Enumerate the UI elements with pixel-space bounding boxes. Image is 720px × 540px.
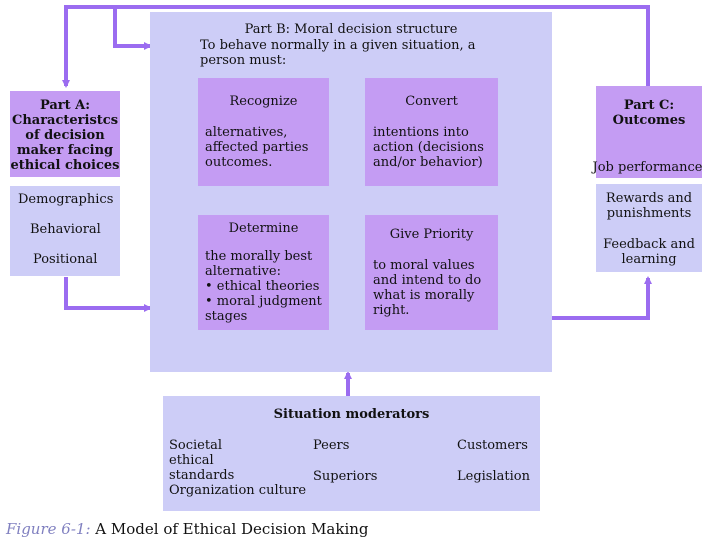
give-priority-heading: Give Priority bbox=[389, 227, 474, 242]
convert-text: intentions into action (decisions and/or… bbox=[373, 125, 484, 170]
moderators-legislation: Legislation bbox=[457, 469, 530, 484]
give-priority-box bbox=[365, 215, 498, 330]
part-c-items-box bbox=[596, 184, 702, 272]
convert-heading: Convert bbox=[405, 94, 458, 109]
part-b-title: Part B: Moral decision structure bbox=[244, 22, 458, 37]
figure-title: A Model of Ethical Decision Making bbox=[95, 520, 369, 538]
part-c-title-box bbox=[596, 86, 702, 178]
recognize-box bbox=[198, 78, 329, 186]
figure-caption: Figure 6-1: A Model of Ethical Decision … bbox=[6, 520, 369, 538]
determine-box bbox=[198, 215, 329, 330]
part-a-item-demographics: Demographics bbox=[18, 192, 114, 207]
top-loop-line bbox=[62, 5, 650, 88]
determine-text: the morally best alternative: • ethical … bbox=[205, 249, 322, 324]
part-c-item-job-performance: Job performance bbox=[592, 160, 703, 175]
part-c-item-feedback: Feedback and learning bbox=[603, 237, 695, 267]
part-c-title: Part C: Outcomes bbox=[612, 98, 686, 128]
part-c-item-rewards: Rewards and punishments bbox=[605, 191, 693, 221]
part-a-to-part-b-arrow bbox=[64, 277, 152, 312]
moderators-societal: Societal ethical standards Organization … bbox=[169, 438, 307, 498]
part-a-title: Part A: Characteristcs of decision maker… bbox=[10, 98, 120, 173]
convert-box bbox=[365, 78, 498, 186]
moderators-superiors: Superiors bbox=[313, 469, 378, 484]
recognize-heading: Recognize bbox=[229, 94, 298, 109]
recognize-text: alternatives, affected parties outcomes. bbox=[205, 125, 309, 170]
moderators-customers: Customers bbox=[457, 438, 528, 453]
part-b-subtitle: To behave normally in a given situation,… bbox=[200, 38, 476, 68]
part-a-title-box bbox=[10, 91, 120, 177]
situation-moderators-panel bbox=[163, 396, 540, 511]
top-into-part-b-arrow bbox=[113, 7, 152, 50]
part-a-items-box bbox=[10, 186, 120, 276]
part-a-item-behavioral: Behavioral bbox=[30, 222, 101, 237]
part-b-to-part-c-arrow bbox=[552, 276, 652, 320]
give-priority-text: to moral values and intend to do what is… bbox=[373, 258, 482, 318]
figure-label: Figure 6-1: bbox=[6, 520, 91, 538]
part-a-item-positional: Positional bbox=[33, 252, 98, 267]
moderators-peers: Peers bbox=[313, 438, 350, 453]
determine-heading: Determine bbox=[228, 221, 299, 236]
moderators-title: Situation moderators bbox=[273, 407, 430, 422]
